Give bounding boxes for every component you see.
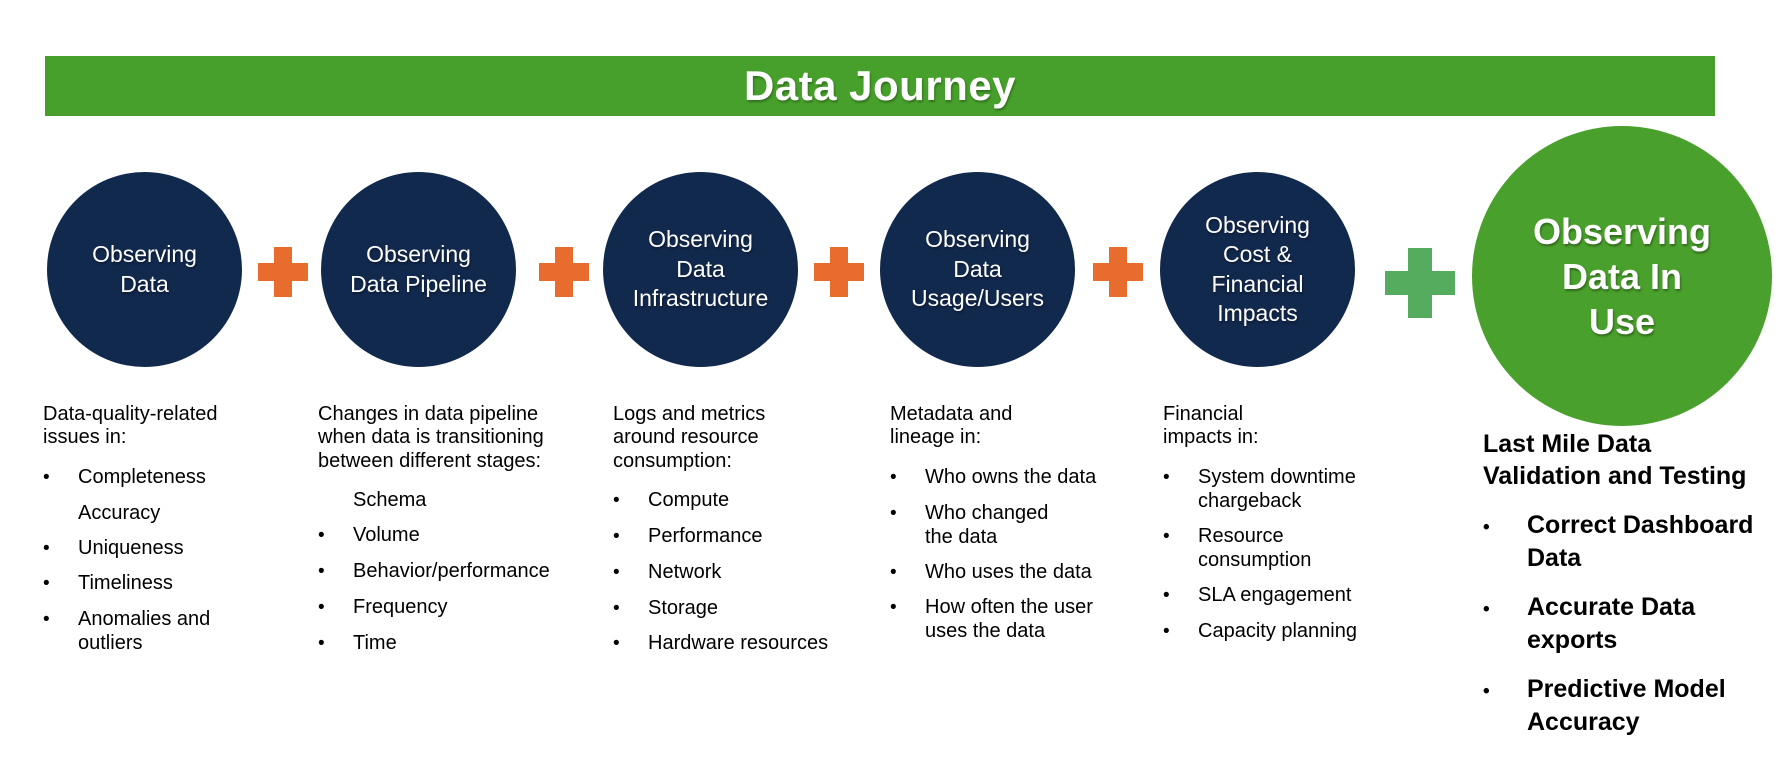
- bullet-icon: [318, 523, 353, 548]
- stage-bullet-list: System downtime chargeback Resource cons…: [1163, 465, 1413, 644]
- list-item: System downtime chargeback: [1163, 465, 1413, 513]
- stage-details-observing-data: Data-quality-related issues in: Complete…: [43, 403, 275, 666]
- bullet-icon: [1163, 583, 1198, 608]
- list-item: Network: [613, 560, 863, 585]
- list-item: Hardware resources: [613, 631, 863, 656]
- stage-circle-observing-data-infrastructure: Observing Data Infrastructure: [603, 172, 798, 367]
- stage-circle-label: Observing Cost & Financial Impacts: [1205, 211, 1310, 326]
- bullet-icon: [318, 631, 353, 656]
- list-item: Anomalies and outliers: [43, 607, 275, 655]
- bullet-icon: [318, 488, 353, 512]
- stage-description: Last Mile Data Validation and Testing: [1483, 430, 1747, 490]
- stage-circle-label: Observing Data Infrastructure: [632, 226, 769, 312]
- stage-circle-observing-data-in-use: Observing Data In Use: [1472, 126, 1772, 426]
- stage-circle-label: Observing Data In Use: [1532, 210, 1712, 342]
- stage-details-observing-data-infrastructure: Logs and metrics around resource consump…: [613, 403, 863, 667]
- title-bar: Data Journey: [45, 56, 1715, 116]
- bullet-icon: [890, 595, 925, 643]
- stage-description: Logs and metrics around resource consump…: [613, 403, 766, 472]
- list-item: Predictive Model Accuracy: [1483, 673, 1785, 738]
- stage-details-observing-data-in-use: Last Mile Data Validation and Testing Co…: [1483, 428, 1785, 755]
- list-item: Behavior/performance: [318, 559, 562, 584]
- stage-circle-label: Observing Data Usage/Users: [911, 226, 1044, 312]
- bullet-icon: [613, 596, 648, 621]
- plus-icon: [539, 247, 589, 297]
- list-item: SLA engagement: [1163, 583, 1413, 608]
- stage-circle-observing-data: Observing Data: [47, 172, 242, 367]
- list-item: Completeness: [43, 465, 275, 490]
- stage-description: Financial impacts in:: [1163, 403, 1259, 449]
- bullet-icon: [318, 595, 353, 620]
- stage-circle-label: Observing Data Pipeline: [350, 241, 487, 297]
- stage-description: Metadata and lineage in:: [890, 403, 1013, 449]
- bullet-icon: [613, 524, 648, 549]
- stage-circle-observing-data-usage-users: Observing Data Usage/Users: [880, 172, 1075, 367]
- list-item: Accuracy: [43, 501, 275, 525]
- plus-icon: [814, 247, 864, 297]
- stage-bullet-list: Correct Dashboard Data Accurate Data exp…: [1483, 509, 1785, 738]
- list-item: Correct Dashboard Data: [1483, 509, 1785, 574]
- list-item: Who changed the data: [890, 501, 1135, 549]
- list-item: Uniqueness: [43, 536, 275, 561]
- bullet-icon: [318, 559, 353, 584]
- bullet-icon: [43, 571, 78, 596]
- stage-circle-observing-data-pipeline: Observing Data Pipeline: [321, 172, 516, 367]
- list-item: Performance: [613, 524, 863, 549]
- bullet-icon: [890, 560, 925, 585]
- bullet-icon: [890, 465, 925, 490]
- list-item: Frequency: [318, 595, 562, 620]
- list-item: How often the user uses the data: [890, 595, 1135, 643]
- stage-bullet-list: Who owns the data Who changed the data W…: [890, 465, 1135, 644]
- stage-description: Changes in data pipeline when data is tr…: [318, 403, 544, 472]
- page-title: Data Journey: [743, 62, 1017, 109]
- bullet-icon: [1163, 524, 1198, 572]
- stage-details-observing-cost-financial-impacts: Financial impacts in: System downtime ch…: [1163, 403, 1413, 654]
- list-item: Compute: [613, 488, 863, 513]
- list-item: Who owns the data: [890, 465, 1135, 490]
- bullet-icon: [43, 607, 78, 655]
- stage-description: Data-quality-related issues in:: [43, 403, 218, 449]
- stage-details-observing-data-pipeline: Changes in data pipeline when data is tr…: [318, 403, 562, 666]
- stage-bullet-list: Schema Volume Behavior/performance Frequ…: [318, 488, 562, 655]
- stage-bullet-list: Completeness Accuracy Uniqueness Timelin…: [43, 465, 275, 655]
- list-item: Time: [318, 631, 562, 656]
- plus-icon-green: [1385, 248, 1455, 318]
- plus-icon: [1093, 247, 1143, 297]
- bullet-icon: [1483, 509, 1527, 574]
- stage-circle-observing-cost-financial-impacts: Observing Cost & Financial Impacts: [1160, 172, 1355, 367]
- list-item: Volume: [318, 523, 562, 548]
- list-item: Who uses the data: [890, 560, 1135, 585]
- list-item: Timeliness: [43, 571, 275, 596]
- bullet-icon: [613, 560, 648, 585]
- bullet-icon: [43, 536, 78, 561]
- bullet-icon: [43, 465, 78, 490]
- list-item: Storage: [613, 596, 863, 621]
- bullet-icon: [1163, 619, 1198, 644]
- list-item: Schema: [318, 488, 562, 512]
- bullet-icon: [613, 631, 648, 656]
- bullet-icon: [1163, 465, 1198, 513]
- stage-circle-label: Observing Data: [92, 241, 197, 297]
- stage-bullet-list: Compute Performance Network Storage Hard…: [613, 488, 863, 656]
- bullet-icon: [1483, 591, 1527, 656]
- bullet-icon: [890, 501, 925, 549]
- list-item: Resource consumption: [1163, 524, 1413, 572]
- bullet-icon: [1483, 673, 1527, 738]
- bullet-icon: [613, 488, 648, 513]
- list-item: Capacity planning: [1163, 619, 1413, 644]
- plus-icon: [258, 247, 308, 297]
- bullet-icon: [43, 501, 78, 525]
- stage-details-observing-data-usage-users: Metadata and lineage in: Who owns the da…: [890, 403, 1135, 654]
- list-item: Accurate Data exports: [1483, 591, 1785, 656]
